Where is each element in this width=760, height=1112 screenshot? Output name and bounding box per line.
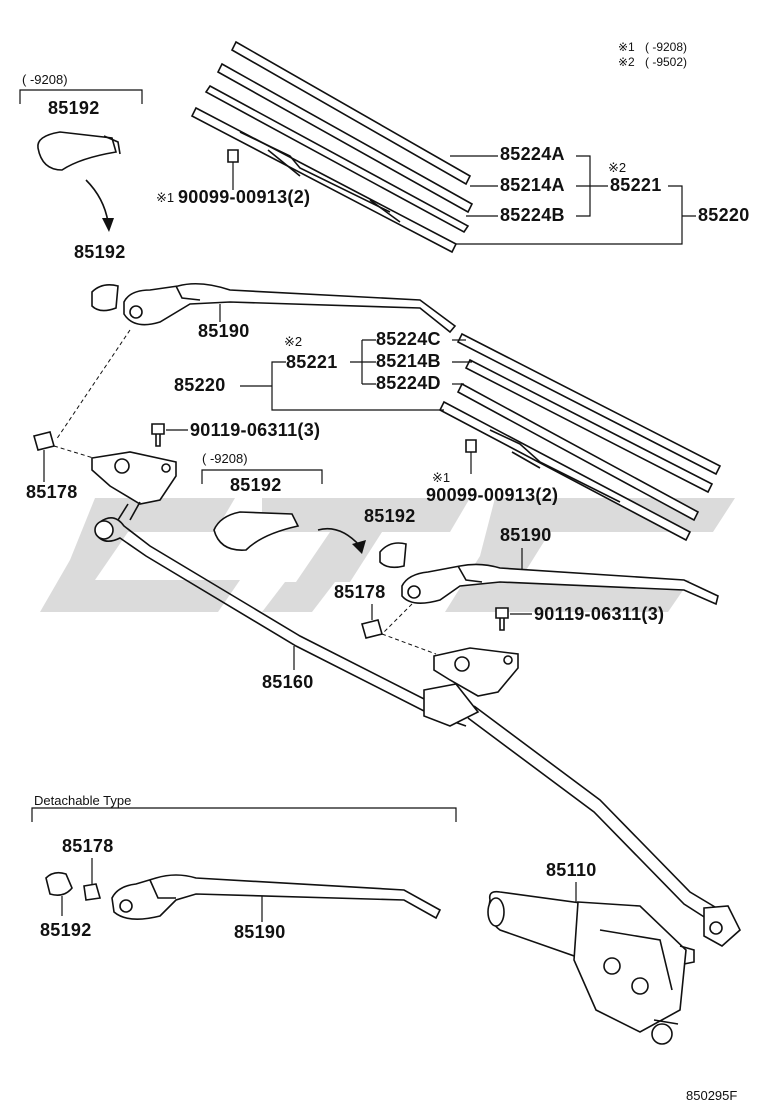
pivot-left-part bbox=[91, 451, 177, 505]
det-cap-label: 85192 bbox=[40, 920, 92, 940]
arm-left-part bbox=[123, 282, 457, 334]
blade-mid-label: 85221 bbox=[286, 352, 338, 372]
blade-assy-top-label: 85220 bbox=[698, 205, 750, 225]
detachable-bracket bbox=[31, 807, 457, 822]
det-arm-part bbox=[111, 874, 442, 920]
blade-top-label: 85221 bbox=[610, 175, 662, 195]
detachable-title: Detachable Type bbox=[34, 793, 131, 808]
screw-top-mark: ※1 bbox=[156, 190, 174, 205]
blade-top-mark: ※2 bbox=[608, 160, 626, 175]
rubber-a-label: 85214A bbox=[500, 175, 565, 195]
nut-left-label: 90119-06311(3) bbox=[190, 420, 320, 440]
nut-left-part bbox=[151, 423, 165, 447]
note-2-mark: ※2 bbox=[618, 55, 635, 69]
arrow-top-curve bbox=[85, 179, 109, 223]
nut-right-label: 90119-06311(3) bbox=[534, 604, 664, 624]
cover-right-label: 85178 bbox=[334, 582, 386, 602]
blade-assy-mid-bracket bbox=[240, 361, 444, 411]
arrow-top-head bbox=[102, 218, 114, 232]
figure-code: 850295F bbox=[686, 1088, 737, 1103]
cover-left-part bbox=[33, 431, 55, 451]
blade-top-bracket bbox=[576, 155, 608, 217]
cap-right-part bbox=[379, 542, 407, 569]
blade-mid-mark: ※2 bbox=[284, 334, 302, 349]
insert-a-label: 85224A bbox=[500, 144, 565, 164]
pivot-left-dashline bbox=[55, 329, 131, 441]
pivot-right-part bbox=[433, 647, 519, 697]
pivot-left-dashline-2 bbox=[53, 445, 101, 461]
link-rod-part bbox=[94, 501, 741, 947]
screw-top-label: 90099-00913(2) bbox=[178, 187, 310, 207]
det-cover-part bbox=[83, 883, 102, 901]
arrow-mid-curve bbox=[317, 527, 361, 547]
link-label: 85160 bbox=[262, 672, 314, 692]
pivot-right-dashline bbox=[383, 603, 413, 633]
cap-top-part bbox=[37, 131, 121, 171]
screw-mid-label: 90099-00913(2) bbox=[426, 485, 558, 505]
motor-part bbox=[487, 890, 695, 1045]
mid-blade-assembly bbox=[438, 332, 722, 542]
cap-mid-bracket bbox=[201, 469, 323, 484]
arm-left-label: 85190 bbox=[198, 321, 250, 341]
cap-top-lower-label: 85192 bbox=[74, 242, 126, 262]
arm-right-label: 85190 bbox=[500, 525, 552, 545]
note-1-range: ( -9208) bbox=[645, 40, 687, 54]
note-2-range: ( -9502) bbox=[645, 55, 687, 69]
arrow-mid-head bbox=[352, 540, 366, 554]
cap-mid-label: 85192 bbox=[230, 475, 282, 495]
det-arm-label: 85190 bbox=[234, 922, 286, 942]
blade-assy-mid-label: 85220 bbox=[174, 375, 226, 395]
cover-right-part bbox=[361, 619, 383, 639]
motor-label: 85110 bbox=[546, 860, 597, 880]
rubber-b-label: 85214B bbox=[376, 351, 441, 371]
blade-assy-top-bracket bbox=[456, 185, 696, 245]
det-cap-part bbox=[45, 871, 73, 896]
pivot-right-dashline-2 bbox=[381, 633, 437, 655]
cap-mid-range: ( -9208) bbox=[202, 451, 248, 466]
note-1-mark: ※1 bbox=[618, 40, 635, 54]
cap-top-lower-part bbox=[91, 284, 119, 312]
cover-left-label: 85178 bbox=[26, 482, 78, 502]
insert-b-label: 85224B bbox=[500, 205, 565, 225]
det-cover-label: 85178 bbox=[62, 836, 114, 856]
cap-right-label: 85192 bbox=[364, 506, 416, 526]
insert-c-label: 85224C bbox=[376, 329, 441, 349]
screw-mid-mark: ※1 bbox=[432, 470, 450, 485]
insert-d-label: 85224D bbox=[376, 373, 441, 393]
top-blade-assembly bbox=[190, 40, 474, 254]
cap-top-bracket bbox=[19, 89, 143, 104]
screw-top-part bbox=[227, 149, 239, 163]
cap-top-label: 85192 bbox=[48, 98, 100, 118]
cap-top-range: ( -9208) bbox=[22, 72, 68, 87]
cap-mid-part bbox=[213, 511, 300, 551]
arm-right-part bbox=[401, 563, 719, 606]
blade-mid-bracket bbox=[350, 339, 376, 385]
nut-right-part bbox=[495, 607, 509, 631]
screw-mid-part bbox=[465, 439, 477, 453]
